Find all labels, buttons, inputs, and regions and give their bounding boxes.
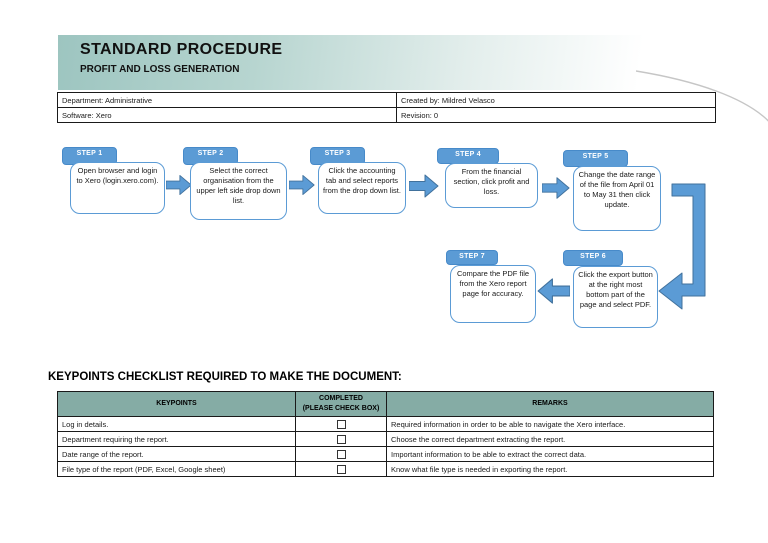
column-header-completed-line2: (PLEASE CHECK BOX) (302, 405, 380, 412)
step-6-tab: STEP 6 (563, 250, 623, 266)
checklist-row: Date range of the report. Important info… (57, 446, 714, 462)
step-4-body: From the financial section, click profit… (445, 163, 538, 208)
keypoint-cell: File type of the report (PDF, Excel, Goo… (57, 461, 296, 477)
column-header-completed: COMPLETED (PLEASE CHECK BOX) (295, 391, 387, 417)
info-row: Department: Administrative Created by: M… (57, 92, 716, 108)
banner (58, 35, 768, 122)
checkbox[interactable] (336, 434, 346, 444)
info-created-by: Created by: Mildred Velasco (396, 92, 716, 108)
completed-cell (295, 446, 387, 462)
step-1-body: Open browser and login to Xero (login.xe… (70, 162, 165, 214)
checkbox[interactable] (336, 419, 346, 429)
checkbox[interactable] (336, 449, 346, 459)
checkbox[interactable] (336, 464, 346, 474)
column-header-completed-line1: COMPLETED (319, 394, 363, 402)
step-7-tab: STEP 7 (446, 250, 498, 265)
remark-cell: Choose the correct department extracting… (386, 431, 714, 447)
keypoint-cell: Date range of the report. (57, 446, 296, 462)
step-5-body: Change the date range of the file from A… (573, 166, 661, 231)
step-3-body: Click the accounting tab and select repo… (318, 162, 406, 214)
column-header-keypoints: KEYPOINTS (57, 391, 296, 417)
completed-cell (295, 416, 387, 432)
checklist-header-row: KEYPOINTS COMPLETED (PLEASE CHECK BOX) R… (57, 391, 714, 417)
checklist-row: Log in details. Required information in … (57, 416, 714, 432)
right-arrow-icon (542, 177, 570, 199)
right-arrow-icon (166, 175, 192, 195)
completed-cell (295, 461, 387, 477)
remark-cell: Important information to be able to extr… (386, 446, 714, 462)
checklist-heading: KEYPOINTS CHECKLIST REQUIRED TO MAKE THE… (48, 371, 402, 383)
info-software: Software: Xero (57, 107, 397, 123)
info-department: Department: Administrative (57, 92, 397, 108)
banner-swoosh-curve (636, 70, 768, 122)
info-revision: Revision: 0 (396, 107, 716, 123)
page-title: STANDARD PROCEDURE (80, 41, 283, 58)
keypoint-cell: Department requiring the report. (57, 431, 296, 447)
step-5-tab: STEP 5 (563, 150, 628, 167)
right-arrow-icon (409, 174, 439, 198)
elbow-connector-arrow-icon (658, 183, 706, 310)
column-header-remarks: REMARKS (386, 391, 714, 417)
completed-cell (295, 431, 387, 447)
remark-cell: Required information in order to be able… (386, 416, 714, 432)
left-arrow-icon (537, 278, 570, 304)
checklist-row: File type of the report (PDF, Excel, Goo… (57, 461, 714, 477)
step-7-body: Compare the PDF file from the Xero repor… (450, 265, 536, 323)
step-6-body: Click the export button at the right mos… (573, 266, 658, 328)
step-2-body: Select the correct organisation from the… (190, 162, 287, 220)
checklist-table: KEYPOINTS COMPLETED (PLEASE CHECK BOX) R… (57, 391, 714, 477)
page-subtitle: PROFIT AND LOSS GENERATION (80, 64, 240, 75)
info-row: Software: Xero Revision: 0 (57, 107, 716, 123)
info-table: Department: Administrative Created by: M… (57, 92, 716, 123)
keypoint-cell: Log in details. (57, 416, 296, 432)
step-4-tab: STEP 4 (437, 148, 499, 164)
checklist-row: Department requiring the report. Choose … (57, 431, 714, 447)
right-arrow-icon (289, 175, 315, 195)
remark-cell: Know what file type is needed in exporti… (386, 461, 714, 477)
